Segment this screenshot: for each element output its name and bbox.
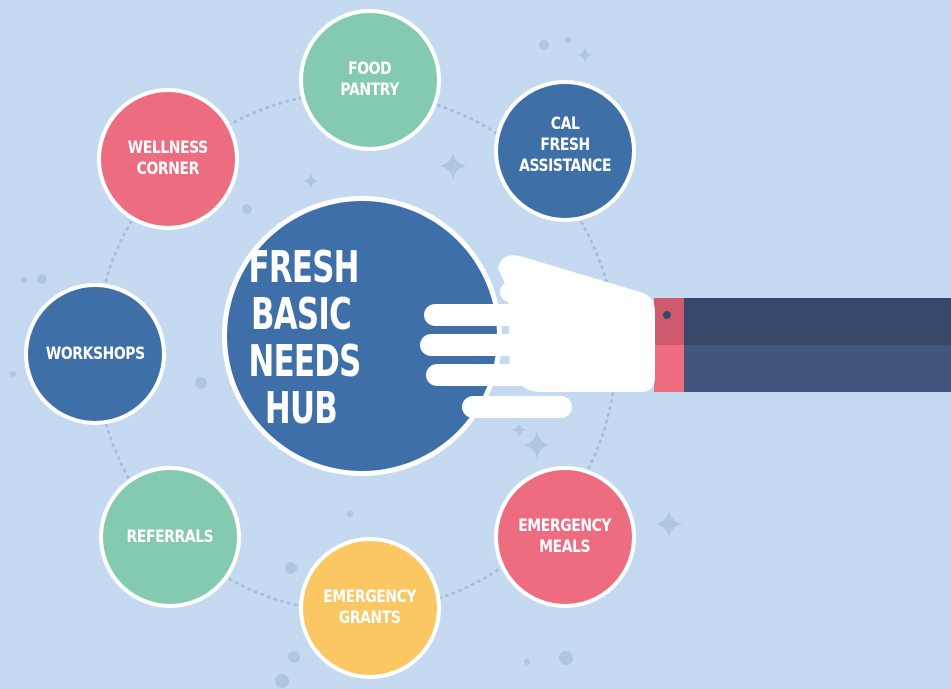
- node-emergency-grants: EMERGENCY GRANTS: [299, 537, 441, 679]
- node-label: FOOD PANTRY: [340, 59, 400, 100]
- node-emergency-meals: EMERGENCY MEALS: [494, 466, 636, 608]
- hub-title: FRESH BASIC NEEDS HUB: [248, 242, 362, 434]
- node-label: WELLNESS CORNER: [127, 138, 209, 179]
- hand-icon: [420, 255, 655, 418]
- node-label: EMERGENCY GRANTS: [323, 587, 417, 628]
- node-cal-fresh-assistance: CAL FRESH ASSISTANCE: [494, 80, 636, 222]
- hub-circle: [227, 201, 497, 471]
- node-food-pantry: FOOD PANTRY: [299, 9, 441, 151]
- node-wellness-corner: WELLNESS CORNER: [97, 88, 239, 230]
- node-label: WORKSHOPS: [45, 343, 145, 364]
- node-label: CAL FRESH ASSISTANCE: [518, 113, 611, 176]
- node-workshops: WORKSHOPS: [24, 283, 166, 425]
- node-referrals: REFERRALS: [99, 466, 241, 608]
- arm-illustration: [654, 298, 951, 392]
- node-label: EMERGENCY MEALS: [518, 516, 612, 557]
- sparkle-icons: [303, 47, 683, 538]
- node-label: REFERRALS: [126, 526, 214, 547]
